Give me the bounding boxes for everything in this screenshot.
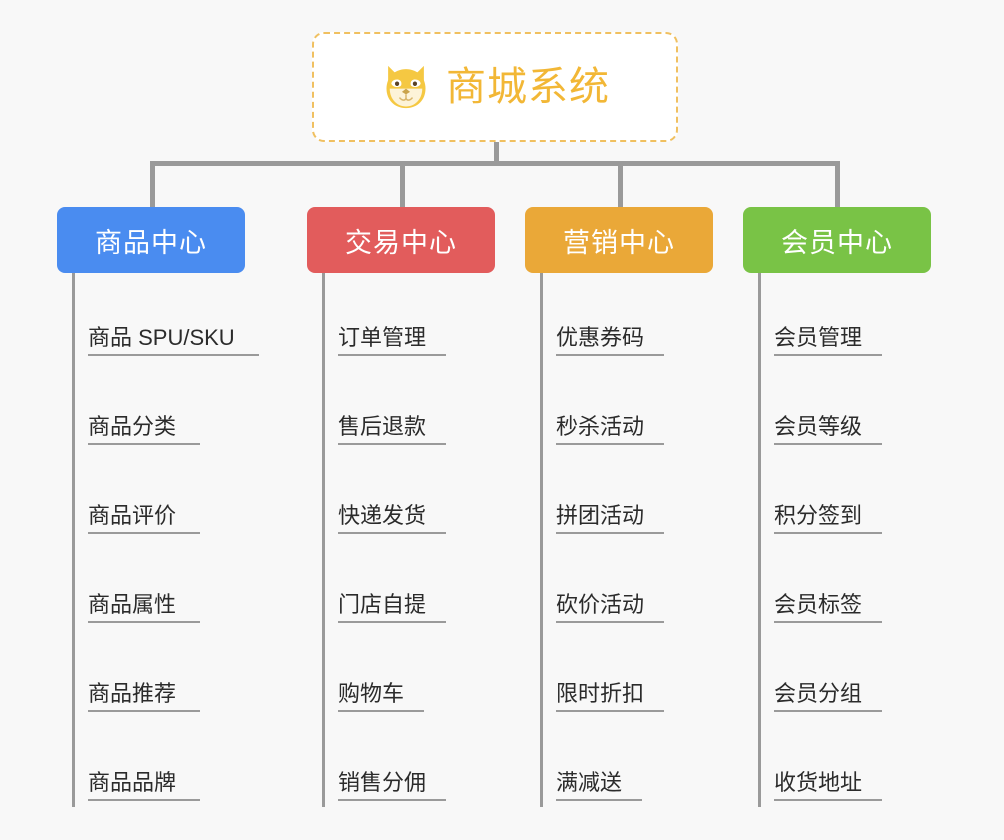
list-item[interactable]: 收货地址 <box>758 718 931 807</box>
connector-drop-2 <box>400 161 405 207</box>
list-item[interactable]: 购物车 <box>322 629 495 718</box>
category-column-marketing: 营销中心 优惠券码 秒杀活动 拼团活动 砍价活动 限时折扣 满减送 <box>525 207 713 807</box>
category-label: 商品中心 <box>95 227 207 258</box>
connector-drop-1 <box>150 161 155 207</box>
leaf-list-member: 会员管理 会员等级 积分签到 会员标签 会员分组 收货地址 <box>758 273 931 807</box>
leaf-label: 门店自提 <box>338 592 447 623</box>
list-item[interactable]: 订单管理 <box>322 273 495 362</box>
connector-horizontal-bus <box>150 161 840 166</box>
leaf-list-product: 商品 SPU/SKU 商品分类 商品评价 商品属性 商品推荐 商品品牌 <box>72 273 259 807</box>
connector-drop-3 <box>618 161 623 207</box>
list-item[interactable]: 限时折扣 <box>540 629 713 718</box>
leaf-label: 会员等级 <box>774 414 883 445</box>
leaf-label: 秒杀活动 <box>556 414 665 445</box>
leaf-spine <box>758 273 761 807</box>
leaf-list-trade: 订单管理 售后退款 快递发货 门店自提 购物车 销售分佣 <box>322 273 495 807</box>
leaf-label: 订单管理 <box>338 325 447 356</box>
category-column-member: 会员中心 会员管理 会员等级 积分签到 会员标签 会员分组 收货地址 <box>743 207 931 807</box>
list-item[interactable]: 秒杀活动 <box>540 362 713 451</box>
list-item[interactable]: 会员等级 <box>758 362 931 451</box>
root-node[interactable]: 商城系统 <box>312 32 678 142</box>
category-label: 交易中心 <box>345 227 457 258</box>
list-item[interactable]: 售后退款 <box>322 362 495 451</box>
leaf-label: 优惠券码 <box>556 325 665 356</box>
leaf-label: 售后退款 <box>338 414 447 445</box>
category-column-product: 商品中心 商品 SPU/SKU 商品分类 商品评价 商品属性 商品推荐 商品品牌 <box>57 207 259 807</box>
leaf-label: 会员标签 <box>774 592 883 623</box>
leaf-label: 收货地址 <box>774 770 883 801</box>
leaf-label: 满减送 <box>556 770 643 801</box>
list-item[interactable]: 满减送 <box>540 718 713 807</box>
list-item[interactable]: 会员标签 <box>758 540 931 629</box>
connector-root-stem <box>494 142 499 166</box>
category-column-trade: 交易中心 订单管理 售后退款 快递发货 门店自提 购物车 销售分佣 <box>307 207 495 807</box>
category-header-trade[interactable]: 交易中心 <box>307 207 495 273</box>
leaf-label: 商品品牌 <box>88 770 201 801</box>
list-item[interactable]: 积分签到 <box>758 451 931 540</box>
leaf-label: 快递发货 <box>338 503 447 534</box>
leaf-label: 积分签到 <box>774 503 883 534</box>
leaf-label: 商品 SPU/SKU <box>88 325 259 356</box>
list-item[interactable]: 商品品牌 <box>72 718 245 807</box>
list-item[interactable]: 快递发货 <box>322 451 495 540</box>
list-item[interactable]: 会员管理 <box>758 273 931 362</box>
list-item[interactable]: 优惠券码 <box>540 273 713 362</box>
root-title: 商城系统 <box>446 65 610 109</box>
leaf-label: 会员管理 <box>774 325 883 356</box>
leaf-list-marketing: 优惠券码 秒杀活动 拼团活动 砍价活动 限时折扣 满减送 <box>540 273 713 807</box>
leaf-label: 购物车 <box>338 681 425 712</box>
category-header-marketing[interactable]: 营销中心 <box>525 207 713 273</box>
list-item[interactable]: 商品属性 <box>72 540 245 629</box>
leaf-label: 会员分组 <box>774 681 883 712</box>
leaf-label: 商品推荐 <box>88 681 201 712</box>
leaf-label: 砍价活动 <box>556 592 665 623</box>
category-label: 营销中心 <box>563 227 675 258</box>
leaf-spine <box>540 273 543 807</box>
list-item[interactable]: 商品 SPU/SKU <box>72 273 259 362</box>
category-label: 会员中心 <box>781 227 893 258</box>
leaf-label: 拼团活动 <box>556 503 665 534</box>
leaf-label: 商品属性 <box>88 592 201 623</box>
leaf-label: 限时折扣 <box>556 681 665 712</box>
category-header-product[interactable]: 商品中心 <box>57 207 245 273</box>
leaf-spine <box>322 273 325 807</box>
list-item[interactable]: 砍价活动 <box>540 540 713 629</box>
shiba-dog-icon <box>386 65 426 109</box>
list-item[interactable]: 拼团活动 <box>540 451 713 540</box>
leaf-label: 商品分类 <box>88 414 201 445</box>
list-item[interactable]: 商品分类 <box>72 362 245 451</box>
category-header-member[interactable]: 会员中心 <box>743 207 931 273</box>
list-item[interactable]: 门店自提 <box>322 540 495 629</box>
leaf-label: 销售分佣 <box>338 770 447 801</box>
list-item[interactable]: 会员分组 <box>758 629 931 718</box>
leaf-spine <box>72 273 75 807</box>
connector-drop-4 <box>835 161 840 207</box>
list-item[interactable]: 商品推荐 <box>72 629 245 718</box>
leaf-label: 商品评价 <box>88 503 201 534</box>
list-item[interactable]: 商品评价 <box>72 451 245 540</box>
list-item[interactable]: 销售分佣 <box>322 718 495 807</box>
